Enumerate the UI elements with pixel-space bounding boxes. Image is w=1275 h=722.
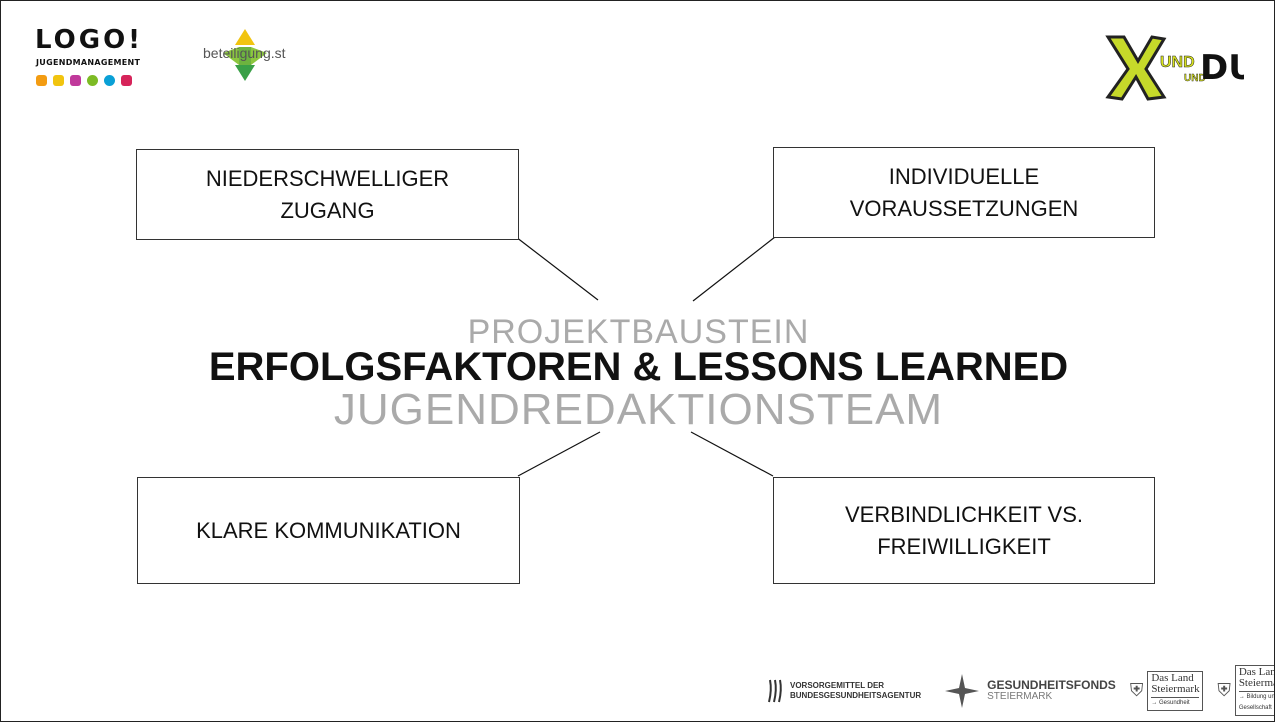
globe-icon bbox=[104, 75, 115, 86]
logo-icon-row bbox=[36, 75, 132, 86]
beteiligung-logo-icon bbox=[223, 29, 267, 81]
fonds-line2: STEIERMARK bbox=[987, 690, 1053, 702]
factor-label: INDIVIDUELLE VORAUSSETZUNGEN bbox=[849, 163, 1079, 221]
logo-subtitle: JUGENDMANAGEMENT bbox=[36, 58, 141, 67]
factor-label: KLARE KOMMUNIKATION bbox=[196, 517, 461, 543]
logo-jugendmanagement: LOGO! bbox=[35, 25, 144, 55]
gesundheitsfonds-logo: GESUNDHEITSFONDS STEIERMARK bbox=[945, 673, 1116, 708]
vorsorge-line1: VORSORGEMITTEL DER bbox=[790, 680, 885, 690]
factor-label: NIEDERSCHWELLIGER ZUGANG bbox=[205, 165, 450, 223]
vorsorge-logo: VORSORGEMITTEL DER BUNDESGESUNDHEITSAGEN… bbox=[766, 678, 921, 704]
land1-sub: → Gesundheit bbox=[1151, 696, 1200, 709]
sun-icon bbox=[36, 75, 47, 86]
coat-of-arms-icon: ⛨ bbox=[1129, 680, 1144, 700]
land2-name: Das Land Steiermark bbox=[1238, 666, 1274, 689]
partner-text: beteiligung.st bbox=[203, 45, 286, 61]
land2-sub: → Bildung und Gesellschaft bbox=[1238, 691, 1274, 714]
factor-label: VERBINDLICHKEIT VS. FREIWILLIGKEIT bbox=[845, 501, 1083, 559]
fonds-line1: GESUNDHEITSFONDS bbox=[987, 677, 1116, 692]
star-icon bbox=[945, 673, 980, 708]
vorsorge-icon bbox=[768, 679, 782, 702]
apple-icon bbox=[87, 75, 98, 86]
factor-box-bottom-right: VERBINDLICHKEIT VS. FREIWILLIGKEIT bbox=[773, 477, 1155, 584]
slide-title: ERFOLGSFAKTOREN & LESSONS LEARNED bbox=[208, 345, 1069, 389]
coat-of-arms-icon: ⛨ bbox=[1217, 680, 1231, 700]
svg-text:UND: UND bbox=[1160, 54, 1195, 71]
book-icon bbox=[53, 75, 64, 86]
background-text-line2: JUGENDREDAKTIONSTEAM bbox=[333, 385, 944, 434]
land-steiermark-logo-gesundheit: ⛨ Das Land Steiermark → Gesundheit bbox=[1129, 670, 1204, 711]
svg-text:UND: UND bbox=[1184, 73, 1206, 84]
background-text-line1: PROJEKTBAUSTEIN bbox=[467, 313, 810, 351]
land-steiermark-logo-bildung: ⛨ Das Land Steiermark → Bildung und Gese… bbox=[1217, 665, 1274, 716]
footer-sponsors: VORSORGEMITTEL DER BUNDESGESUNDHEITSAGEN… bbox=[766, 665, 1274, 716]
vorsorge-line2: BUNDESGESUNDHEITSAGENTUR bbox=[790, 690, 922, 700]
land1-name: Das Land Steiermark bbox=[1151, 671, 1200, 695]
factor-box-bottom-left: KLARE KOMMUNIKATION bbox=[137, 477, 520, 584]
factor-box-top-left: NIEDERSCHWELLIGER ZUGANG bbox=[136, 149, 519, 240]
factor-box-top-right: INDIVIDUELLE VORAUSSETZUNGEN bbox=[773, 147, 1155, 238]
speech-icon bbox=[70, 75, 81, 86]
briefcase-icon bbox=[121, 75, 132, 86]
